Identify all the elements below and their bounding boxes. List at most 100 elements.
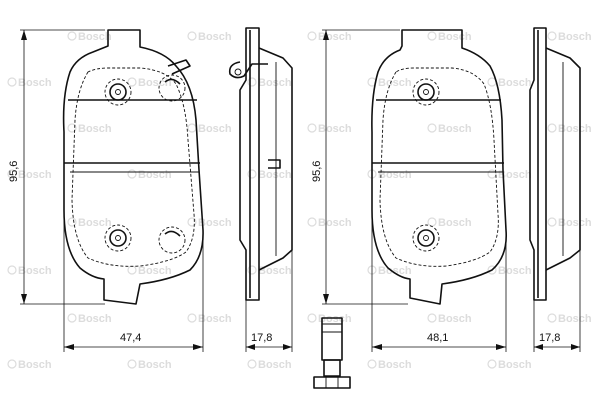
svg-text:Bosch: Bosch [18,77,52,89]
pad-1-side-view [228,27,293,301]
svg-text:Bosch: Bosch [258,265,292,277]
watermark: Bosch [487,359,532,371]
svg-text:Bosch: Bosch [498,265,532,277]
watermark: Bosch [67,31,112,43]
watermark: Bosch [187,313,232,325]
watermark: Bosch [187,217,232,229]
watermark: Bosch [187,123,232,135]
svg-text:Bosch: Bosch [378,265,412,277]
svg-text:Bosch: Bosch [18,359,52,371]
svg-text:Bosch: Bosch [78,313,112,325]
svg-text:Bosch: Bosch [138,359,172,371]
pad-1-thickness-label: 17,8 [251,332,272,344]
watermark: Bosch [247,265,292,277]
svg-text:Bosch: Bosch [78,217,112,229]
pad-1-height-label: 95,6 [8,161,20,182]
watermark: Bosch [367,359,412,371]
rivet [158,226,186,254]
rivet [412,78,440,106]
svg-text:Bosch: Bosch [258,169,292,181]
watermark: Bosch [547,31,592,43]
svg-text:Bosch: Bosch [498,359,532,371]
rivet [104,224,132,252]
svg-text:Bosch: Bosch [318,123,352,135]
pad-1-thickness-dimension: 17,8 [245,250,293,352]
pad-2-width-label: 48,1 [427,332,448,344]
svg-text:Bosch: Bosch [438,123,472,135]
watermark: Bosch [247,77,292,89]
svg-text:Bosch: Bosch [318,313,352,325]
svg-text:Bosch: Bosch [18,265,52,277]
watermark: Bosch [7,169,52,181]
pad-1-height-dimension: 95,6 [8,29,105,305]
svg-text:Bosch: Bosch [198,217,232,229]
watermark: Bosch [487,265,532,277]
svg-text:Bosch: Bosch [318,31,352,43]
pad-1-width-label: 47,4 [120,332,141,344]
watermark: Bosch [307,31,352,43]
watermark: Bosch [307,313,352,325]
watermark: Bosch [367,265,412,277]
pad-2-thickness-label: 17,8 [539,332,560,344]
pad-2-height-dimension: 95,6 [311,29,408,305]
guide-bolt [313,317,351,389]
svg-text:Bosch: Bosch [378,169,412,181]
svg-text:Bosch: Bosch [198,123,232,135]
watermark: Bosch [127,77,172,89]
watermark: Bosch [427,217,472,229]
svg-text:Bosch: Bosch [558,123,592,135]
watermark: Bosch [247,169,292,181]
watermark: Bosch [187,31,232,43]
watermark: Bosch [7,265,52,277]
watermark: Bosch [427,313,472,325]
svg-text:Bosch: Bosch [558,217,592,229]
svg-text:Bosch: Bosch [78,31,112,43]
pad-1-width-dimension: 47,4 [63,210,204,352]
svg-text:Bosch: Bosch [78,123,112,135]
rivet [104,78,132,106]
svg-text:Bosch: Bosch [198,313,232,325]
svg-text:Bosch: Bosch [138,169,172,181]
watermark: Bosch [127,265,172,277]
watermark: Bosch [547,217,592,229]
watermark: Bosch [67,313,112,325]
watermark-layer: Bosch Bosch Bosch Bosch Bosch Bosch Bosc… [7,31,592,371]
rivet [158,74,186,102]
svg-text:Bosch: Bosch [18,169,52,181]
pad-2-thickness-dimension: 17,8 [533,250,581,352]
svg-text:Bosch: Bosch [498,77,532,89]
watermark: Bosch [547,123,592,135]
watermark: Bosch [487,169,532,181]
watermark: Bosch [127,169,172,181]
pad-2-width-dimension: 48,1 [371,210,507,352]
pad-1-front-view [62,29,204,305]
svg-text:Bosch: Bosch [498,169,532,181]
watermark: Bosch [307,217,352,229]
watermark: Bosch [127,359,172,371]
watermark: Bosch [7,77,52,89]
pad-2-side-view [529,27,581,301]
watermark: Bosch [7,359,52,371]
pad-2-height-label: 95,6 [311,161,323,182]
svg-text:Bosch: Bosch [138,77,172,89]
svg-text:Bosch: Bosch [378,359,412,371]
svg-text:Bosch: Bosch [318,217,352,229]
svg-text:Bosch: Bosch [198,31,232,43]
watermark: Bosch [367,169,412,181]
svg-text:Bosch: Bosch [438,31,472,43]
watermark: Bosch [427,123,472,135]
svg-text:Bosch: Bosch [378,77,412,89]
svg-text:Bosch: Bosch [258,359,292,371]
watermark: Bosch [67,123,112,135]
svg-text:Bosch: Bosch [558,313,592,325]
svg-text:Bosch: Bosch [138,265,172,277]
watermark: Bosch [67,217,112,229]
watermark: Bosch [427,31,472,43]
svg-text:Bosch: Bosch [438,217,472,229]
svg-text:Bosch: Bosch [438,313,472,325]
rivet [412,224,440,252]
watermark: Bosch [547,313,592,325]
svg-text:Bosch: Bosch [558,31,592,43]
svg-text:Bosch: Bosch [258,77,292,89]
